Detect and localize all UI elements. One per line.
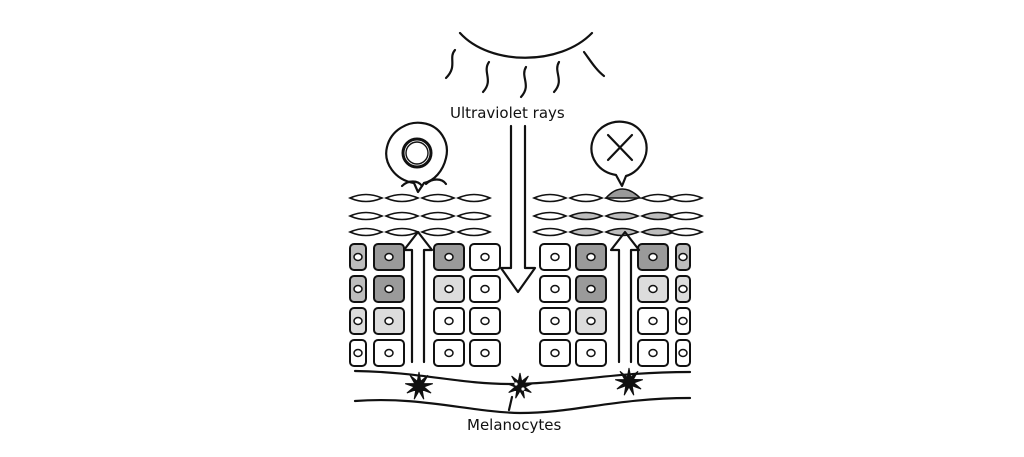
cell-nucleus [586,348,596,358]
scale-flake [348,211,384,221]
cell-nucleus [586,252,596,262]
cell-nucleus [678,348,688,358]
scale-flake [668,227,704,237]
cell-nucleus [353,252,363,262]
scale-flake [668,193,704,203]
melanocyte [615,367,643,396]
scale-flake [456,193,492,203]
cell-nucleus [678,252,688,262]
cross-mark-icon [606,133,634,162]
cell-nucleus [648,348,658,358]
scale-flake [668,211,704,221]
cell-nucleus [444,284,454,294]
cell-nucleus [384,284,394,294]
left-up-arrow [402,230,434,364]
pigment-cap [604,188,642,199]
scale-flake [384,193,420,203]
cell-nucleus [550,348,560,358]
good-callout [385,121,448,194]
skin-cells [349,243,691,367]
cell-nucleus [480,284,490,294]
uv-arrow [499,124,537,294]
scale-flake [568,227,604,237]
cell-nucleus [648,316,658,326]
cell-nucleus [648,252,658,262]
cell-nucleus [353,284,363,294]
cell-nucleus [444,252,454,262]
melanocyte [507,372,533,399]
cell-nucleus [480,252,490,262]
circle-mark-icon [401,137,433,169]
sun-icon [444,31,606,99]
cell-nucleus [550,316,560,326]
melanocyte-highlight [521,387,525,391]
cell-nucleus [678,284,688,294]
melanocytes-label: Melanocytes [467,416,561,434]
ultraviolet-label: Ultraviolet rays [450,104,565,122]
cell-nucleus [550,284,560,294]
scale-flake [420,211,456,221]
melanocytes [405,367,643,400]
cell-nucleus [678,316,688,326]
cell-nucleus [480,316,490,326]
scale-flake [384,227,420,237]
right-up-arrow [609,230,641,364]
melanocyte-highlight [514,382,518,386]
scale-flake [568,211,604,221]
cell-nucleus [384,252,394,262]
cell-nucleus [480,348,490,358]
cell-nucleus [353,316,363,326]
cell-nucleus [550,252,560,262]
scale-flake [568,193,604,203]
cell-nucleus [586,316,596,326]
cell-nucleus [444,316,454,326]
cell-nucleus [384,316,394,326]
scale-flake [532,227,568,237]
scale-flake [420,227,456,237]
left-flakes [400,178,448,188]
cell-nucleus [384,348,394,358]
cell-nucleus [586,284,596,294]
cell-nucleus [353,348,363,358]
scale-flake [456,227,492,237]
cell-nucleus [648,284,658,294]
cell-nucleus [444,348,454,358]
scale-flake [348,193,384,203]
scale-flake [348,227,384,237]
skin-scales [348,188,704,237]
scale-flake [384,211,420,221]
scale-flake [532,193,568,203]
melanocyte [405,371,433,400]
scale-flake [532,211,568,221]
scale-flake [604,227,640,237]
scale-flake [456,211,492,221]
scale-flake [420,193,456,203]
bad-callout [590,120,648,188]
melanocyte-pointer [507,395,514,412]
scale-flake [604,211,640,221]
